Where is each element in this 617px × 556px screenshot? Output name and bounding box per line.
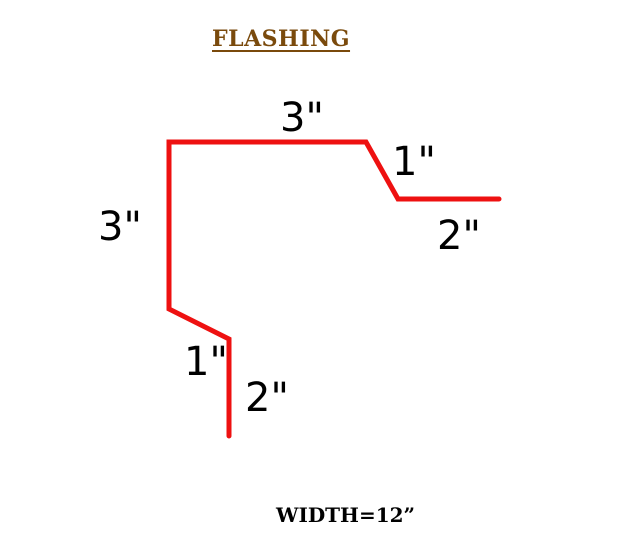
- width-label: WIDTH=12”: [276, 503, 416, 527]
- left-vertical-segment-label: 3": [98, 204, 142, 250]
- top-segment-label: 3": [280, 95, 324, 141]
- lower-vertical-segment-label: 2": [245, 375, 289, 421]
- flashing-profile-upper: [166, 139, 502, 439]
- top-bend-label: 1": [392, 139, 436, 185]
- diagram-title: FLASHING: [212, 26, 351, 52]
- lower-bend-label: 1": [184, 339, 228, 385]
- top-right-segment-label: 2": [437, 213, 481, 259]
